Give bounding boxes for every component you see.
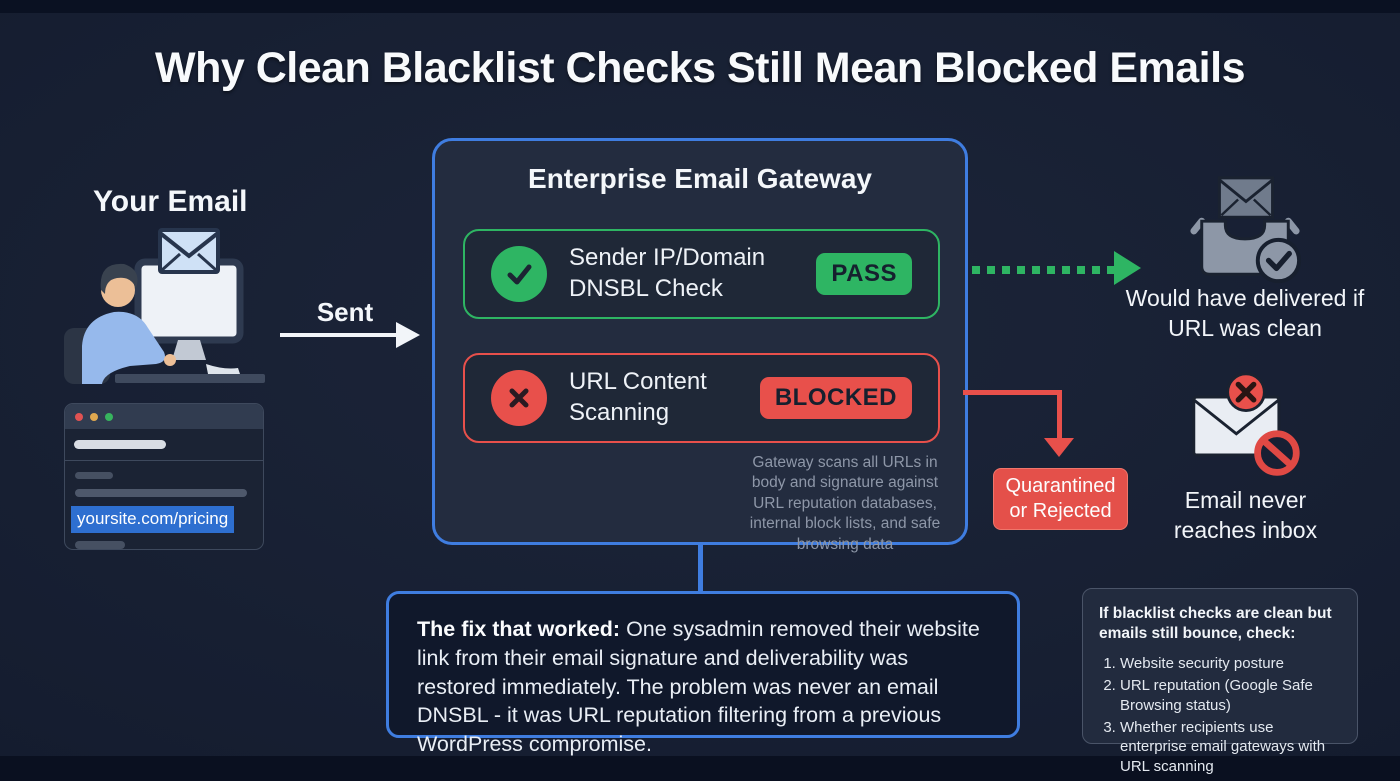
tips-panel: If blacklist checks are clean but emails… — [1082, 588, 1358, 775]
text-placeholder — [75, 472, 113, 479]
person-at-computer-illustration — [64, 228, 265, 384]
sent-arrow — [280, 333, 398, 337]
fix-callout: The fix that worked: One sysadmin remove… — [386, 591, 1020, 756]
highlighted-pricing-link[interactable]: yoursite.com/pricing — [71, 506, 235, 533]
maximize-window-icon[interactable] — [105, 412, 113, 421]
close-window-icon[interactable] — [75, 412, 83, 421]
delivered-arrow-head-icon — [1114, 251, 1141, 285]
url-scan-row: URL Content Scanning BLOCKED — [463, 353, 940, 443]
tips-item: URL reputation (Google Safe Browsing sta… — [1120, 676, 1341, 716]
blocked-label: Email never reaches inbox — [1173, 487, 1318, 543]
monitor-stand — [172, 340, 206, 360]
blocked-arrow — [963, 390, 1062, 395]
keyboard-shape — [206, 364, 240, 374]
person-shape — [82, 263, 176, 384]
envelope-icon — [158, 228, 220, 274]
check-pass-icon — [491, 246, 547, 302]
fix-text: The fix that worked: One sysadmin remove… — [417, 615, 989, 759]
delivered-label: Would have delivered if URL was clean — [1125, 285, 1365, 341]
browser-titlebar — [65, 404, 263, 429]
gateway-panel: Enterprise Email Gateway Sender IP/Domai… — [432, 138, 968, 553]
minimize-window-icon[interactable] — [90, 412, 98, 421]
sent-label: Sent — [316, 297, 374, 327]
gateway-note: Gateway scans all URLs in body and signa… — [749, 454, 941, 553]
tips-heading: If blacklist checks are clean but emails… — [1099, 605, 1332, 643]
page-title: Why Clean Blacklist Checks Still Mean Bl… — [154, 44, 1246, 92]
email-blocked-icon — [1192, 372, 1300, 476]
browser-url-row — [65, 429, 263, 461]
gateway-to-fix-connector — [698, 543, 703, 593]
quarantine-status-badge: Quarantined or Rejected — [993, 468, 1128, 530]
gateway-title: Enterprise Email Gateway — [528, 163, 872, 194]
tips-item: Website security posture — [1120, 654, 1341, 674]
desk-shape — [115, 374, 265, 383]
fix-body: One sysadmin removed their website link … — [417, 617, 980, 757]
dnsbl-check-label: Sender IP/Domain DNSBL Check — [569, 244, 766, 302]
tips-item: Whether recipients use enterprise email … — [1120, 718, 1341, 777]
url-bar[interactable] — [74, 440, 166, 449]
blocked-arrow-head-icon — [1044, 438, 1074, 457]
inbox-delivered-icon — [1190, 176, 1302, 284]
blocked-badge: BLOCKED — [759, 377, 912, 419]
sent-arrow-head-icon — [396, 322, 420, 348]
fix-intro: The fix that worked: — [417, 617, 621, 641]
your-email-heading: Your Email — [93, 185, 248, 218]
blocked-arrow-vertical — [1057, 390, 1062, 439]
dnsbl-check-row: Sender IP/Domain DNSBL Check PASS — [463, 229, 940, 319]
url-scan-label: URL Content Scanning — [569, 368, 707, 426]
browser-window: yoursite.com/pricing — [64, 403, 264, 550]
text-placeholder — [75, 489, 247, 497]
check-fail-icon — [491, 370, 547, 426]
delivered-dotted-arrow — [972, 266, 1118, 274]
tips-list: Website security posture URL reputation … — [1099, 654, 1341, 777]
bottom-border-strip — [0, 756, 1400, 781]
text-placeholder — [75, 541, 125, 549]
pass-badge: PASS — [816, 253, 912, 295]
top-border-strip — [0, 0, 1400, 13]
browser-page-content: yoursite.com/pricing — [65, 461, 263, 549]
